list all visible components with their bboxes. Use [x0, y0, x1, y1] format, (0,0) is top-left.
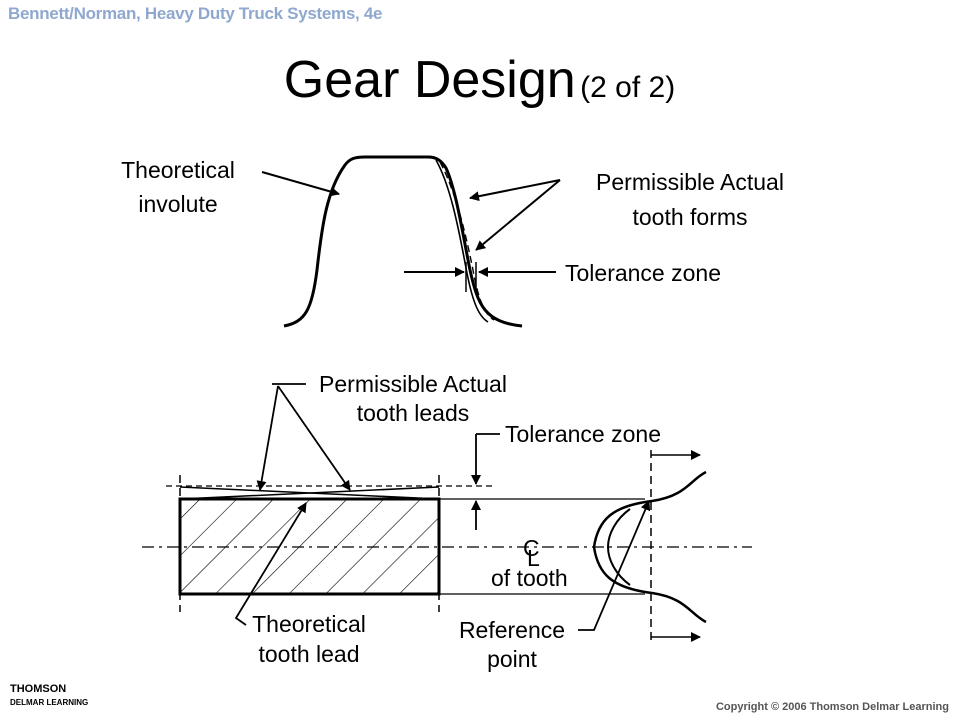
- leader-forms-a: [469, 179, 561, 202]
- title-main: Gear Design: [283, 51, 576, 109]
- label-involute: involute: [138, 191, 217, 217]
- actual-tooth-form-1: [435, 159, 489, 323]
- label-permissible-forms: Permissible Actual: [596, 169, 784, 195]
- leader-forms-b: [475, 179, 561, 251]
- label-tooth-leads: tooth leads: [357, 400, 470, 426]
- label-theoretical-lead-1: Theoretical: [252, 611, 366, 637]
- label-tolerance-zone-top: Tolerance zone: [565, 260, 721, 286]
- publisher-logo: THOMSON DELMAR LEARNING: [10, 683, 88, 709]
- leader-theoretical-involute: [261, 171, 340, 197]
- reference-curve: [606, 508, 631, 586]
- leader-leads-b: [277, 385, 351, 491]
- label-theoretical-lead-2: tooth lead: [258, 641, 359, 667]
- label-point: point: [487, 646, 537, 672]
- actual-tooth-lead-2: [179, 486, 440, 500]
- label-of-tooth: of tooth: [491, 565, 568, 591]
- book-header: Bennett/Norman, Heavy Duty Truck Systems…: [8, 4, 383, 23]
- leader-reference-point: [578, 500, 651, 631]
- logo-delmar: DELMAR LEARNING: [10, 698, 89, 707]
- label-tolerance-zone-bottom: Tolerance zone: [505, 421, 661, 447]
- leader-theoretical-lead: [234, 502, 307, 626]
- tooth-profile-diagram: Theoretical involute Permissible Actual …: [121, 155, 784, 328]
- label-theoretical: Theoretical: [121, 157, 235, 183]
- title-sub: (2 of 2): [580, 71, 676, 104]
- actual-tooth-form-2: [439, 161, 495, 321]
- logo-thomson: THOMSON: [10, 683, 67, 695]
- label-centerline-sub: L: [527, 545, 540, 571]
- tooth-lead-diagram: Permissible Actual tooth leads Tolerance…: [142, 371, 752, 672]
- theoretical-involute-curve: [283, 155, 523, 328]
- label-reference: Reference: [459, 617, 565, 643]
- tooth-profile-side: [592, 470, 707, 624]
- label-tooth-forms: tooth forms: [632, 204, 747, 230]
- copyright-notice: Copyright © 2006 Thomson Delmar Learning: [715, 701, 949, 713]
- slide-title: Gear Design (2 of 2): [0, 50, 959, 110]
- label-centerline-symbol: C: [523, 535, 540, 561]
- leader-leads-a: [256, 385, 279, 491]
- label-permissible-leads: Permissible Actual: [319, 371, 507, 397]
